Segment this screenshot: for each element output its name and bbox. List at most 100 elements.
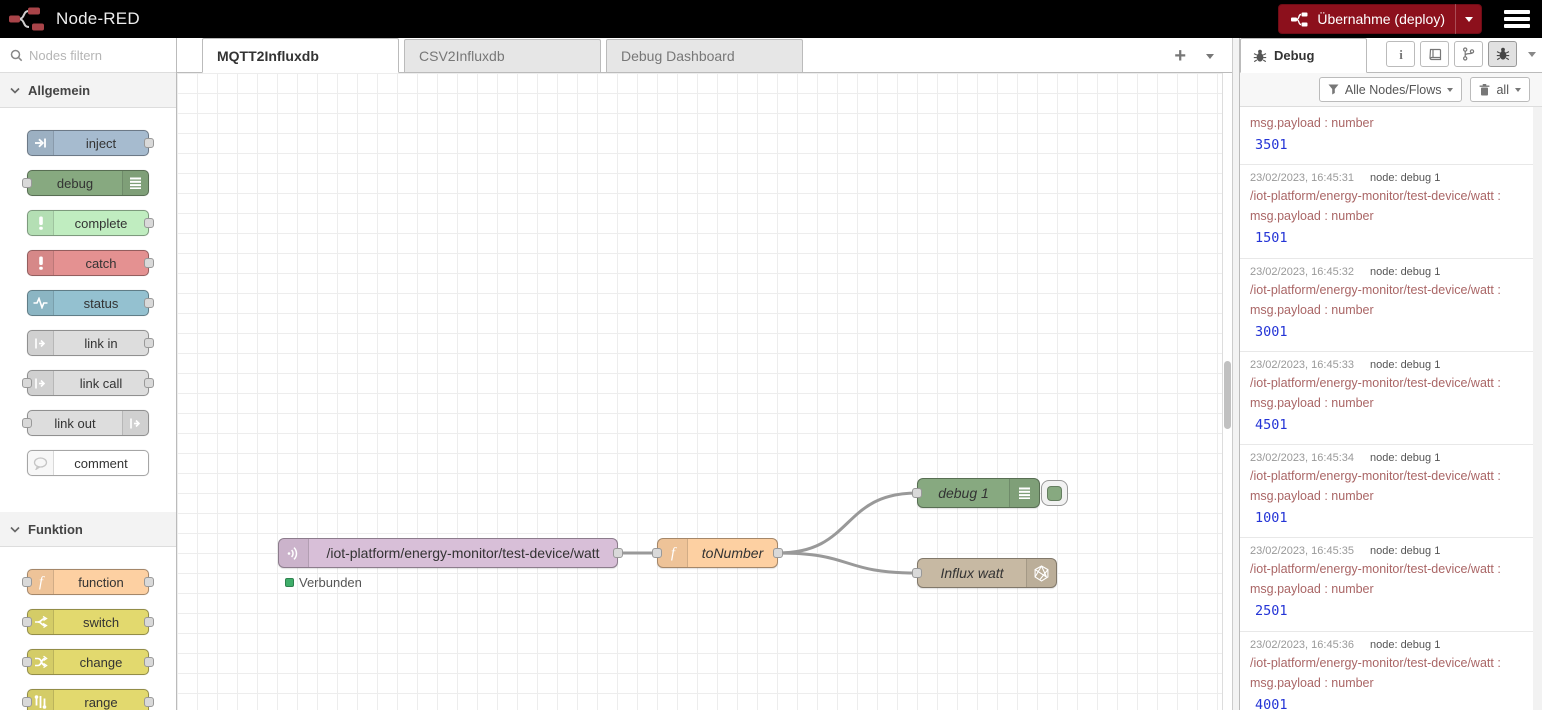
wire[interactable] (776, 551, 919, 575)
node-input-port[interactable] (22, 657, 32, 667)
palette-body: Allgemein inject debug complete catch st… (0, 73, 176, 710)
flow-node-label: /iot-platform/energy-monitor/test-device… (326, 545, 600, 561)
flow-list-button[interactable] (1206, 53, 1214, 59)
node-output-port[interactable] (144, 258, 154, 268)
debug-message-timestamp: 23/02/2023, 16:45:34 (1250, 452, 1354, 464)
sidebar-resize-handle[interactable] (1232, 38, 1240, 710)
debug-clear-button[interactable]: all (1470, 77, 1530, 102)
alert-icon (28, 251, 54, 275)
palette-search-input[interactable] (29, 47, 159, 63)
palette-node-comment[interactable]: comment (27, 450, 149, 476)
node-output-port[interactable] (773, 548, 783, 558)
debug-message-timestamp: 23/02/2023, 16:45:35 (1250, 545, 1354, 558)
node-output-port[interactable] (144, 577, 154, 587)
node-input-port[interactable] (22, 577, 32, 587)
range-icon (28, 690, 54, 710)
flow-tab-debug-dashboard[interactable]: Debug Dashboard (606, 39, 803, 72)
debug-message-payload-label: msg.payload : number (1250, 489, 1374, 503)
change-icon (28, 650, 54, 674)
node-output-port[interactable] (144, 657, 154, 667)
sidebar-menu-button[interactable] (1528, 51, 1536, 57)
flow-node-mqtt-in[interactable]: /iot-platform/energy-monitor/test-device… (278, 538, 623, 590)
palette-node-debug[interactable]: debug (22, 170, 149, 196)
influx-icon (1026, 559, 1056, 587)
function-icon: f (658, 539, 688, 567)
node-input-port[interactable] (22, 178, 32, 188)
node-output-port[interactable] (144, 338, 154, 348)
debug-message-value: 1001 (1255, 510, 1288, 526)
node-input-port[interactable] (652, 548, 662, 558)
flow-tab-csv2influxdb[interactable]: CSV2Influxdb (404, 39, 601, 72)
help-book-button[interactable] (1420, 41, 1449, 67)
palette-search (0, 38, 176, 73)
canvas-scrollbar (1222, 73, 1232, 710)
flow-tab-mqtt2influxdb[interactable]: MQTT2Influxdb (202, 38, 399, 73)
palette-node-label: status (83, 295, 119, 311)
link-icon (122, 411, 148, 435)
main-menu-button[interactable] (1504, 10, 1530, 28)
debug-enable-toggle[interactable] (1041, 480, 1068, 506)
debug-filter-button[interactable]: Alle Nodes/Flows (1318, 77, 1463, 102)
palette-category-funktion[interactable]: Funktion (0, 512, 176, 547)
node-input-port[interactable] (22, 617, 32, 627)
node-output-port[interactable] (613, 548, 623, 558)
node-output-port[interactable] (144, 298, 154, 308)
tab-debug[interactable]: Debug (1240, 38, 1367, 73)
sidebar-tabbar: Debug i (1240, 38, 1542, 73)
palette-sidebar: Allgemein inject debug complete catch st… (0, 38, 177, 710)
debug-message-list: msg.payload : number 3501 23/02/2023, 16… (1240, 107, 1542, 710)
debug-scrollbar[interactable] (1533, 107, 1542, 710)
git-branch-button[interactable] (1454, 41, 1483, 67)
node-input-port[interactable] (22, 418, 32, 428)
debug-icon (1009, 479, 1039, 507)
node-output-port[interactable] (144, 378, 154, 388)
node-output-port[interactable] (144, 617, 154, 627)
flow-node-debug1[interactable]: debug 1 (912, 478, 1068, 508)
palette-node-list: inject debug complete catch status link … (0, 108, 176, 512)
debug-message-payload-label: msg.payload : number (1250, 582, 1374, 597)
palette-node-switch[interactable]: switch (22, 609, 154, 635)
palette-category-allgemein[interactable]: Allgemein (0, 73, 176, 108)
palette-node-status[interactable]: status (27, 290, 154, 316)
node-output-port[interactable] (144, 218, 154, 228)
palette-node-label: switch (82, 614, 120, 630)
flow-node-tonumber[interactable]: f toNumber (652, 538, 783, 568)
node-input-port[interactable] (912, 488, 922, 498)
wire[interactable] (776, 491, 919, 555)
palette-node-link-out[interactable]: link out (22, 410, 149, 436)
canvas-scrollbar-thumb[interactable] (1224, 361, 1231, 429)
debug-tab-button[interactable] (1488, 41, 1517, 67)
deploy-button[interactable]: Übernahme (deploy) (1278, 4, 1482, 34)
palette-node-label: inject (85, 135, 117, 151)
add-flow-button[interactable]: + (1174, 45, 1186, 67)
debug-message-topic: /iot-platform/energy-monitor/test-device… (1250, 469, 1501, 483)
debug-message-payload-label: msg.payload : number (1250, 302, 1374, 317)
flow-tabbar: MQTT2Influxdb CSV2Influxdb Debug Dashboa… (177, 38, 1232, 73)
debug-message-node: node: debug 1 (1369, 638, 1441, 651)
debug-message-node: node: debug 1 (1369, 358, 1441, 371)
palette-node-complete[interactable]: complete (27, 210, 154, 236)
node-red-logo-icon (8, 6, 48, 32)
palette-node-function[interactable]: f function (22, 569, 154, 595)
palette-node-inject[interactable]: inject (27, 130, 154, 156)
debug-toolbar: Alle Nodes/Flows all (1240, 73, 1542, 107)
flow-canvas[interactable]: /iot-platform/energy-monitor/test-device… (177, 73, 1222, 710)
node-input-port[interactable] (912, 568, 922, 578)
node-output-port[interactable] (144, 697, 154, 707)
debug-toggle-state (1047, 485, 1062, 501)
info-tab-button[interactable]: i (1386, 41, 1415, 67)
palette-node-link-call[interactable]: link call (22, 370, 154, 396)
node-input-port[interactable] (22, 697, 32, 707)
flow-node-influx[interactable]: Influx watt (912, 558, 1057, 588)
palette-node-range[interactable]: range (22, 689, 154, 710)
palette-node-catch[interactable]: catch (27, 250, 154, 276)
palette-node-label: debug (56, 175, 94, 191)
link-icon (28, 331, 54, 355)
palette-node-change[interactable]: change (22, 649, 154, 675)
node-output-port[interactable] (144, 138, 154, 148)
node-input-port[interactable] (22, 378, 32, 388)
palette-node-link-in[interactable]: link in (27, 330, 154, 356)
deploy-options-button[interactable] (1455, 4, 1481, 34)
